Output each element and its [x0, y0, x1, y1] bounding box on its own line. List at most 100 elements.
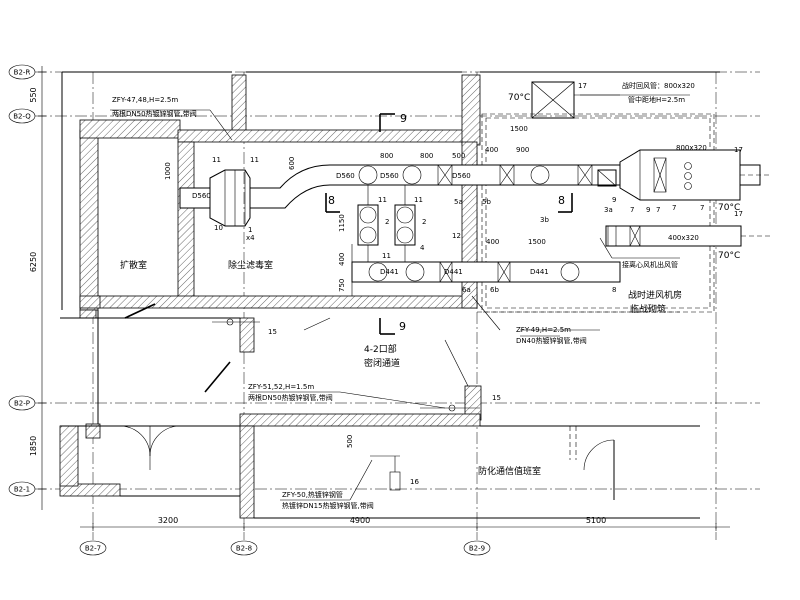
grid-bubble-b2-p: B2-P: [8, 395, 36, 411]
dim-1000: 1000: [164, 162, 172, 180]
section-8-right-label: 8: [558, 194, 565, 207]
svg-text:B2-7: B2-7: [85, 545, 101, 553]
callout-17b: 17: [734, 146, 743, 154]
callout-1: 1: [248, 226, 252, 234]
callout-16: 16: [410, 478, 419, 486]
room-passage-1: 4-2口部: [364, 343, 397, 355]
room-fan-1: 战时进风机房: [628, 289, 682, 301]
duct-d441-3: D441: [530, 268, 549, 276]
section-mark-8-right: [558, 193, 573, 213]
callout-4: 4: [420, 244, 425, 252]
callout-5a: 5a: [454, 198, 463, 206]
callout-9b: 9: [646, 206, 650, 214]
room-fan-2: 临战砌筑: [630, 303, 666, 315]
filter-unit: [209, 169, 251, 227]
callout-7a: 7: [672, 204, 676, 212]
note-zfy-mid-2: DN40热镀锌钢管,带阀: [516, 336, 587, 345]
leader-lines: [110, 94, 690, 501]
duct-d560-2: D560: [336, 172, 355, 180]
room-diffusion: 扩散室: [120, 259, 147, 271]
svg-text:B2-9: B2-9: [469, 545, 485, 553]
callout-15b: 15: [492, 394, 501, 402]
callout-6a: 6a: [462, 286, 471, 294]
duct-d441-1: D441: [380, 268, 399, 276]
grid-bubble-b2-7: B2-7: [79, 540, 107, 556]
section-mark-9-bottom: [379, 318, 395, 335]
duct-d560-4: D560: [452, 172, 471, 180]
main-duct: [179, 149, 770, 227]
svg-text:B2-8: B2-8: [236, 545, 252, 553]
section-9-top-label: 9: [400, 112, 407, 125]
dim-3200: 3200: [158, 516, 178, 525]
callout-3a: 3a: [604, 206, 613, 214]
dim-400-c: 400: [486, 238, 499, 246]
dim-750: 750: [338, 279, 346, 292]
callout-7c: 7: [656, 206, 660, 214]
duct-d441-2: D441: [444, 268, 463, 276]
note-zfy-top-2: 两根DN50热镀锌钢管,带阀: [112, 109, 197, 118]
room-comm: 防化通信值班室: [478, 465, 541, 477]
dim-4900: 4900: [350, 516, 370, 525]
dim-1850: 1850: [29, 436, 38, 456]
callout-11c: 11: [378, 196, 387, 204]
temp-wall-fan-room: [477, 113, 715, 460]
dim-1500-top: 1500: [510, 125, 528, 133]
callout-5b: 5b: [482, 198, 491, 206]
dim-550: 550: [29, 87, 38, 102]
callout-8: 8: [612, 286, 616, 294]
note-zfy-bot-1: ZFY-50,热镀锌钢管: [282, 490, 343, 499]
wall-lines: [60, 71, 720, 519]
dim-500: 500: [452, 152, 465, 160]
callout-3b: 3b: [540, 216, 549, 224]
callout-11e: 11: [382, 252, 391, 260]
dim-400-a: 400: [485, 146, 498, 154]
lower-duct: [351, 244, 621, 296]
dim-400-b: 400: [338, 253, 346, 266]
callout-12: 12: [452, 232, 461, 240]
note-zfy-top-1: ZFY-47,48,H=2.5m: [112, 96, 178, 104]
duct-d560-1: D560: [192, 192, 211, 200]
section-8-left-label: 8: [328, 194, 335, 207]
note-zfy-mid-1: ZFY-49,H=2.5m: [516, 326, 571, 334]
dim-5100: 5100: [586, 516, 606, 525]
callout-9a: 9: [612, 196, 616, 204]
svg-text:B2-1: B2-1: [14, 486, 30, 494]
dim-900: 900: [516, 146, 529, 154]
dim-500-v: 500: [346, 435, 354, 448]
note-zfy-left-1: ZFY-51,52,H=1.5m: [248, 383, 314, 391]
duct-d560-3: D560: [380, 172, 399, 180]
grid-bubble-b2-q: B2-Q: [8, 108, 36, 124]
callout-6b: 6b: [490, 286, 499, 294]
walls: [59, 74, 482, 519]
dim-6250: 6250: [29, 252, 38, 272]
svg-text:B2-Q: B2-Q: [13, 113, 31, 121]
callout-10: 10: [214, 224, 223, 232]
filter-cans: [357, 185, 416, 262]
callout-11d: 11: [414, 196, 423, 204]
dim-800-a: 800: [380, 152, 393, 160]
note-fan: 接离心风机出风管: [622, 260, 678, 269]
room-filter: 除尘滤毒室: [228, 259, 273, 271]
callout-7d: 7: [700, 204, 704, 212]
section-mark-8-left: [325, 193, 340, 213]
note-zfy-left-2: 两根DN50热镀锌钢管,带阀: [248, 393, 333, 402]
dim-1500-mid: 1500: [528, 238, 546, 246]
louver-box: [531, 81, 620, 119]
dimension-lines: [38, 66, 730, 531]
callout-2b: 2: [422, 218, 426, 226]
room-passage-2: 密闭通道: [364, 357, 400, 369]
temp-right-1: 70°C: [718, 203, 740, 213]
section-9-bottom-label: 9: [399, 320, 406, 333]
callout-7b: 7: [630, 206, 634, 214]
callout-11a: 11: [212, 156, 221, 164]
branch-duct: [605, 225, 770, 247]
pipes: [212, 318, 560, 491]
svg-text:B2-R: B2-R: [14, 69, 31, 77]
grid-bubble-b2-1: B2-1: [8, 481, 36, 497]
callout-15a: 15: [268, 328, 277, 336]
callout-x4: x4: [246, 234, 255, 242]
note-louver-1: 战时回风管：800x320: [622, 81, 695, 90]
callout-17c: 17: [734, 210, 743, 218]
callout-17a: 17: [578, 82, 587, 90]
